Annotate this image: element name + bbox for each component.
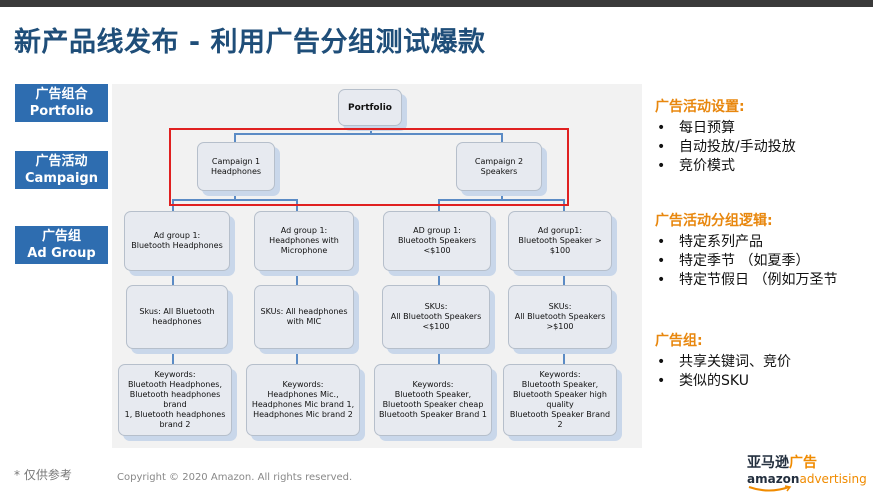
- ad-group-node: Ad group 1:Bluetooth Headphones: [124, 211, 230, 271]
- section-campaign-settings: 广告活动设置: 每日预算 自动投放/手动投放 竞价模式: [655, 96, 796, 176]
- tier-cn: 广告组: [41, 229, 81, 244]
- sku-line: headphones: [152, 317, 202, 326]
- keyword-line: 1, Bluetooth headphones: [124, 410, 226, 419]
- copyright: Copyright © 2020 Amazon. All rights rese…: [117, 472, 353, 483]
- keywords-node: Keywords: Bluetooth Speaker, Bluetooth S…: [374, 364, 492, 436]
- portfolio-node: Portfolio: [338, 89, 402, 126]
- section-heading: 广告活动分组逻辑:: [655, 213, 773, 229]
- logo-cn-brand: 亚马逊: [747, 455, 789, 471]
- keyword-line: Bluetooth headphones brand: [129, 390, 221, 409]
- logo-en-brand: amazon: [747, 472, 800, 486]
- keyword-line: Keywords:: [539, 370, 581, 379]
- sku-line: <$100: [422, 322, 450, 331]
- tier-cn: 广告活动: [35, 154, 88, 169]
- sku-line: SKUs:: [424, 302, 448, 311]
- tier-en: Campaign: [25, 171, 98, 186]
- tier-en: Portfolio: [29, 104, 94, 119]
- ad-group-line: Ad group 1:: [153, 231, 201, 240]
- ad-group-node: Ad gorup1:Bluetooth Speaker >$100: [508, 211, 612, 271]
- ad-group-line: $100: [549, 246, 571, 255]
- ad-group-line: Microphone: [280, 246, 328, 255]
- keyword-line: Headphones Mic brand 1,: [251, 400, 355, 409]
- campaign-line: Campaign 1: [211, 156, 261, 166]
- ad-group-line: Bluetooth Headphones: [131, 241, 223, 250]
- bullet-item: 特定季节 （如夏季）: [655, 252, 837, 271]
- section-campaign-grouping-logic: 广告活动分组逻辑: 特定系列产品 特定季节 （如夏季） 特定节假日 （例如万圣节: [655, 210, 837, 290]
- campaign-line: Campaign 2: [474, 156, 524, 166]
- tier-label-portfolio: 广告组合 Portfolio: [15, 84, 108, 122]
- ad-group-line: Headphones with: [269, 236, 339, 245]
- ad-group-line: Bluetooth Speakers: [397, 236, 477, 245]
- sku-line: with MIC: [286, 317, 322, 326]
- keyword-line: Keywords:: [282, 380, 324, 389]
- bullet-item: 每日预算: [655, 119, 796, 138]
- ad-group-line: AD group 1:: [413, 226, 461, 235]
- amazon-smile-icon: [748, 485, 792, 492]
- ad-group-node: AD group 1:Bluetooth Speakers<$100: [383, 211, 491, 271]
- keyword-line: Bluetooth Speaker high: [513, 390, 607, 399]
- sku-node: SKUs:All Bluetooth Speakers<$100: [382, 285, 490, 349]
- keyword-line: quality: [546, 400, 574, 409]
- amazon-advertising-logo: 亚马逊广告 amazonadvertising: [747, 452, 867, 492]
- keyword-line: Bluetooth Speaker,: [521, 380, 599, 389]
- section-heading: 广告组:: [655, 333, 703, 349]
- ad-group-line: <$100: [423, 246, 451, 255]
- bullet-item: 竞价模式: [655, 157, 796, 176]
- campaign-highlight-box: [169, 128, 569, 206]
- tier-label-ad-group: 广告组 Ad Group: [15, 226, 108, 264]
- bullet-item: 特定系列产品: [655, 233, 837, 252]
- keyword-line: Keywords:: [154, 370, 196, 379]
- sku-line: SKUs:: [548, 302, 572, 311]
- sku-line: All Bluetooth Speakers: [390, 312, 482, 321]
- tier-label-campaign: 广告活动 Campaign: [15, 151, 108, 189]
- keywords-node: Keywords: Headphones Mic., Headphones Mi…: [246, 364, 360, 436]
- bullet-item: 自动投放/手动投放: [655, 138, 796, 157]
- campaign-line: Headphones: [210, 166, 262, 176]
- top-bar: [0, 0, 873, 7]
- keywords-node: Keywords: Bluetooth Speaker, Bluetooth S…: [503, 364, 617, 436]
- keywords-node: Keywords: Bluetooth Headphones, Bluetoot…: [118, 364, 232, 436]
- bullet-item: 共享关键词、竞价: [655, 353, 791, 372]
- keyword-line: Bluetooth Speaker,: [394, 390, 472, 399]
- section-ad-group: 广告组: 共享关键词、竞价 类似的SKU: [655, 330, 791, 391]
- ad-group-line: Ad gorup1:: [537, 226, 583, 235]
- portfolio-label: Portfolio: [348, 102, 392, 113]
- ad-group-line: Bluetooth Speaker >: [518, 236, 602, 245]
- campaign-line: Speakers: [480, 166, 518, 176]
- tier-cn: 广告组合: [35, 87, 88, 102]
- logo-cn-ad: 广告: [789, 455, 817, 471]
- sku-line: Skus: All Bluetooth: [139, 307, 215, 316]
- bullet-item: 类似的SKU: [655, 372, 791, 391]
- bullet-item: 特定节假日 （例如万圣节: [655, 271, 837, 290]
- section-heading: 广告活动设置:: [655, 99, 745, 115]
- keyword-line: Headphones Mic.,: [267, 390, 339, 399]
- sku-line: >$100: [546, 322, 574, 331]
- keyword-line: Bluetooth Speaker Brand 2: [509, 410, 611, 429]
- sku-node: SKUs:All Bluetooth Speakers>$100: [508, 285, 612, 349]
- keyword-line: brand 2: [159, 420, 191, 429]
- sku-line: SKUs: All headphones: [260, 307, 348, 316]
- keyword-line: Bluetooth Speaker cheap: [382, 400, 484, 409]
- tier-en: Ad Group: [27, 246, 96, 261]
- footnote: * 仅供参考: [14, 468, 72, 482]
- sku-line: All Bluetooth Speakers: [514, 312, 606, 321]
- ad-group-line: Ad group 1:: [280, 226, 328, 235]
- keyword-line: Headphones Mic brand 2: [253, 410, 353, 419]
- keyword-line: Bluetooth Headphones,: [127, 380, 223, 389]
- keyword-line: Keywords:: [412, 380, 454, 389]
- page-title: 新产品线发布 - 利用广告分组测试爆款: [14, 27, 486, 58]
- logo-en-ad: advertising: [799, 472, 867, 486]
- keyword-line: Bluetooth Speaker Brand 1: [379, 410, 487, 419]
